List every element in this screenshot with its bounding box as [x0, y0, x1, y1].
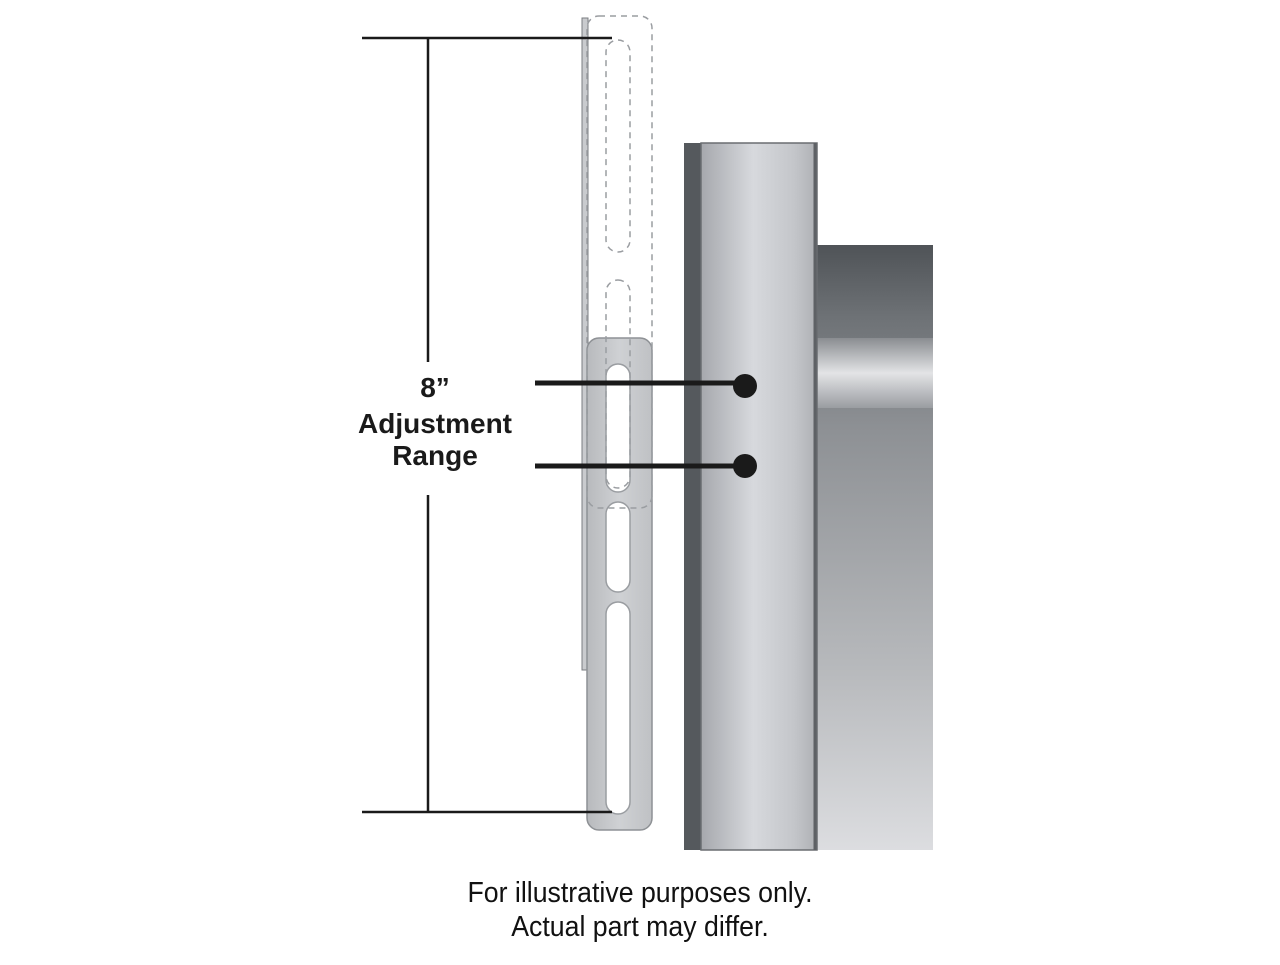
- lower-bolt-icon: [733, 454, 757, 478]
- mounting-bolts: [535, 374, 757, 478]
- dimension-value: 8”: [420, 372, 450, 403]
- dimension-marker: [362, 36, 612, 814]
- bracket-slot: [605, 501, 631, 593]
- frame-rail: [815, 338, 933, 408]
- vertical-post: [684, 142, 818, 851]
- dimension-label-line2: Range: [392, 440, 478, 471]
- bracket-slot: [605, 601, 631, 815]
- upper-bolt-icon: [733, 374, 757, 398]
- frame-panel: [815, 245, 933, 850]
- adjustable-bracket: [586, 337, 653, 831]
- caption-line2: Actual part may differ.: [511, 911, 769, 943]
- caption-line1: For illustrative purposes only.: [467, 877, 813, 909]
- dimension-label-line1: Adjustment: [358, 408, 512, 439]
